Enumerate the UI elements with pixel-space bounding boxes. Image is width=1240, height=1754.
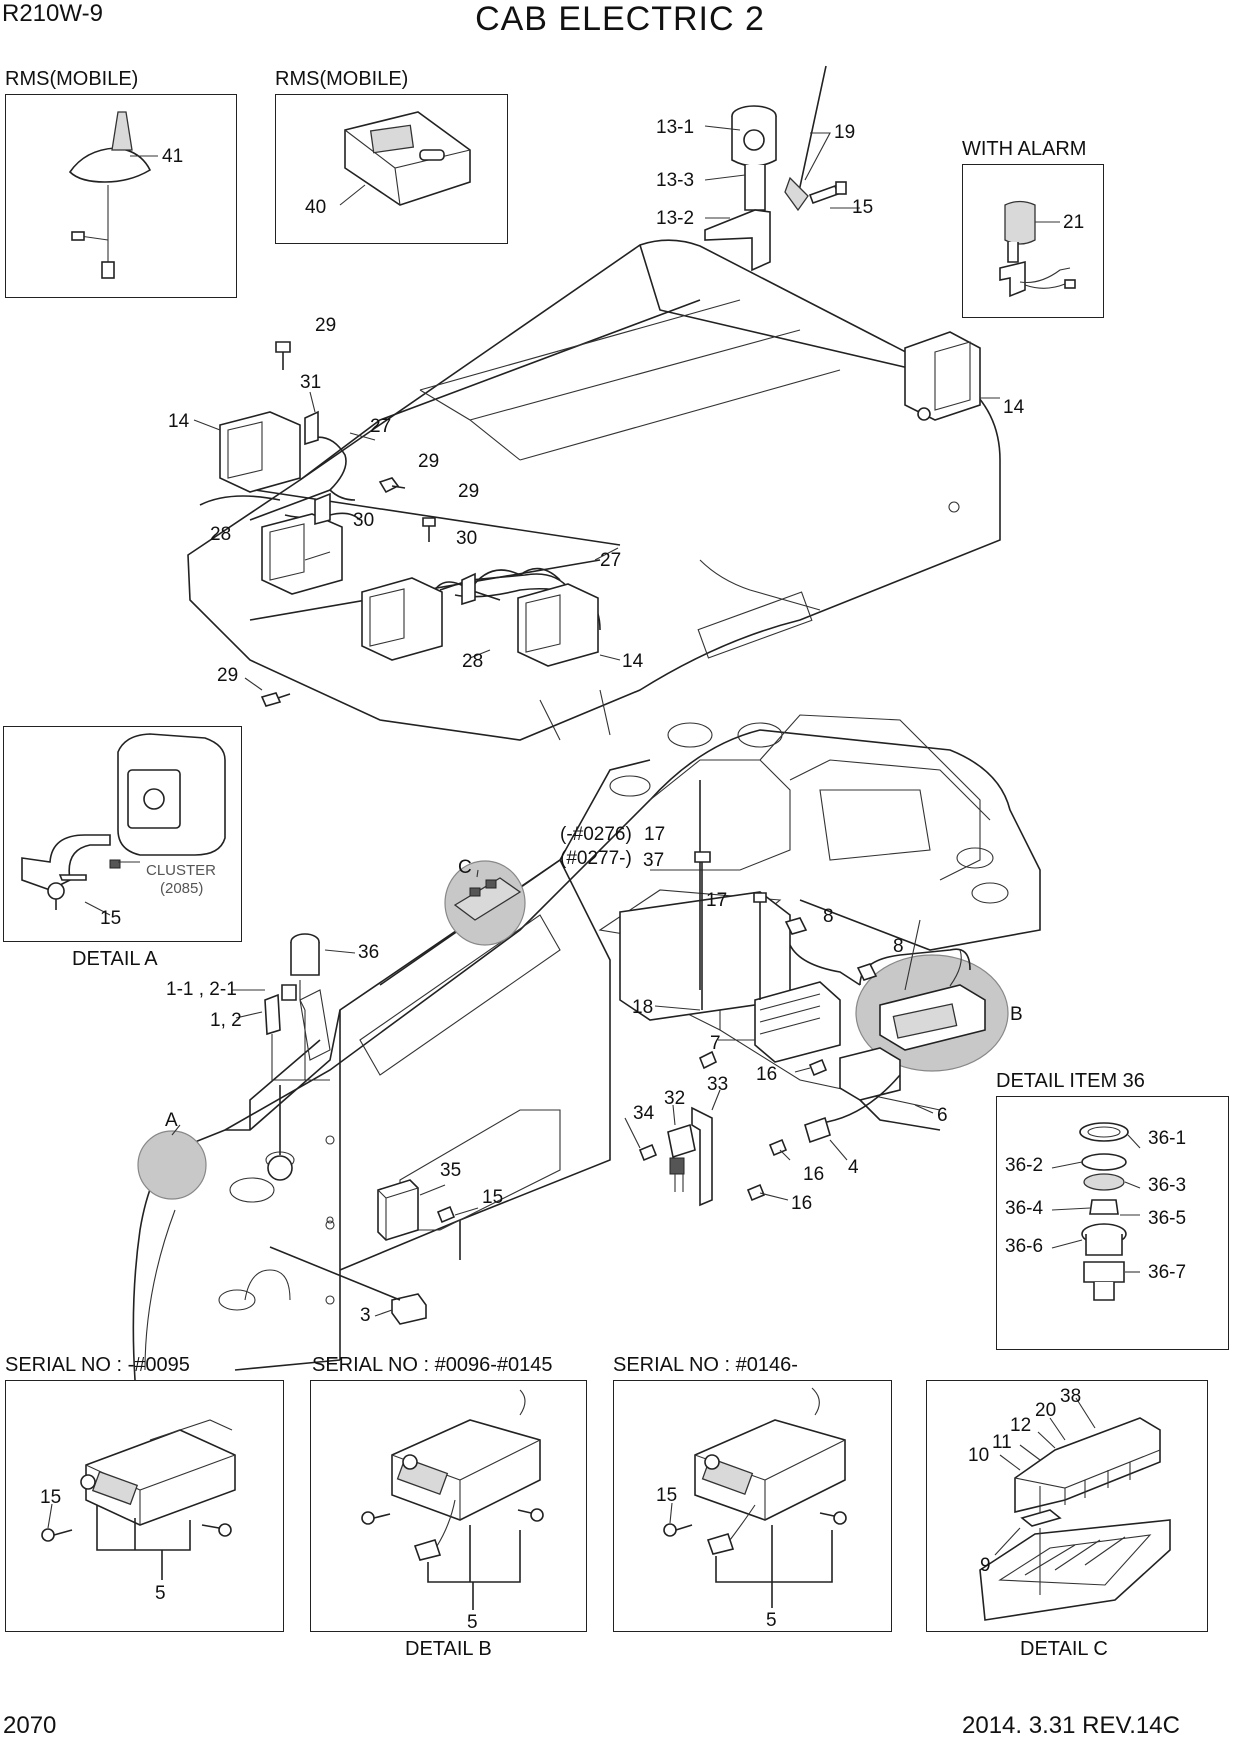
callout-15-serial1: 15 [40,1487,62,1508]
callout-15-top: 15 [852,197,874,218]
rms-module-caption: RMS(MOBILE) [275,68,409,90]
callout-36-3: 36-3 [1148,1175,1187,1196]
callout-16-c: 16 [791,1193,813,1214]
model-label: R210W-9 [2,0,103,27]
callout-10: 10 [968,1445,990,1466]
callout-13-2: 13-2 [656,208,695,229]
callout-17-a: 17 [644,824,666,845]
revision-date: 2014. 3.31 REV.14C [962,1712,1180,1739]
callout-31: 31 [300,372,322,393]
callout-21: 21 [1063,212,1085,233]
callout-18: 18 [632,997,654,1018]
callout-35: 35 [440,1160,462,1181]
serial1-caption: SERIAL NO : -#0095 [5,1354,190,1376]
callout-29-c: 29 [458,481,480,502]
callout-29-b: 29 [418,451,440,472]
callout-36-1: 36-1 [1148,1128,1187,1149]
callout-30-b: 30 [456,528,478,549]
callout-A: A [165,1110,178,1131]
switch-panel-drawing [979,1417,1171,1621]
callout-27-a: 27 [370,416,392,437]
callout-30-a: 30 [353,510,375,531]
cab-roof-drawing [187,239,1001,741]
detail-b-caption: DETAIL B [405,1638,492,1660]
callout-1-1-2-1: 1-1 , 2-1 [166,979,237,1000]
radio-unit-2 [361,1389,544,1610]
callout-15-lower: 15 [482,1187,504,1208]
detail-item36-drawing [1079,1122,1129,1301]
detail-a-drawing [21,733,226,910]
radio-unit-1 [41,1419,236,1580]
rms-antenna-caption: RMS(MOBILE) [5,68,139,90]
serial-range-a: (-#0276) [560,824,632,845]
callout-40: 40 [305,197,327,218]
callout-37: 37 [643,850,665,871]
callout-41: 41 [162,146,184,167]
callout-34: 34 [633,1103,655,1124]
callout-14-b: 14 [1003,397,1025,418]
rms-antenna-drawing [68,111,152,279]
callout-5-serial2: 5 [467,1612,478,1633]
callout-36: 36 [358,942,380,963]
callout-20: 20 [1035,1400,1057,1421]
leader-lines [47,125,1141,1556]
callout-8-b: 8 [893,936,904,957]
callout-4: 4 [848,1157,859,1178]
callout-5-serial3: 5 [766,1610,777,1631]
callout-28-b: 28 [462,651,484,672]
callout-6: 6 [937,1105,948,1126]
callout-14-c: 14 [622,651,644,672]
callout-9: 9 [980,1555,991,1576]
detail-c-caption: DETAIL C [1020,1638,1108,1660]
callout-36-7: 36-7 [1148,1262,1187,1283]
callout-15-detail-a: 15 [100,908,122,929]
cab-console-drawing [132,714,1041,1381]
callout-36-4: 36-4 [1005,1198,1044,1219]
callout-29-a: 29 [315,315,337,336]
radio-unit-3 [663,1387,847,1608]
callout-13-1: 13-1 [656,117,695,138]
callout-11: 11 [992,1432,1012,1453]
callout-B: B [1010,1004,1023,1025]
callout-36-2: 36-2 [1005,1155,1044,1176]
callout-C: C [458,857,472,878]
callout-32: 32 [664,1088,686,1109]
callout-36-5: 36-5 [1148,1208,1187,1229]
serial2-caption: SERIAL NO : #0096-#0145 [312,1354,553,1376]
serial-range-b: (#0277-) [560,848,632,869]
callout-7: 7 [710,1033,721,1054]
callout-1-2: 1, 2 [210,1010,242,1031]
page-number: 2070 [3,1712,57,1739]
callout-5-serial1: 5 [155,1583,166,1604]
callout-33: 33 [707,1074,729,1095]
cluster-label: CLUSTER [146,862,217,879]
alarm-caption: WITH ALARM [962,138,1087,160]
callout-13-3: 13-3 [656,170,695,191]
callout-19: 19 [834,122,856,143]
callout-38: 38 [1060,1386,1082,1407]
page-title: CAB ELECTRIC 2 [475,0,765,38]
callout-36-6: 36-6 [1005,1236,1044,1257]
callout-17-b: 17 [706,890,728,911]
callout-12: 12 [1010,1415,1032,1436]
callout-27-b: 27 [600,550,622,571]
beacon-drawing [704,65,847,272]
callout-8-a: 8 [823,906,834,927]
cluster-ref-label: (2085) [160,880,204,897]
callout-3: 3 [360,1305,371,1326]
rms-module-drawing [344,111,471,206]
serial3-caption: SERIAL NO : #0146- [613,1354,798,1376]
callout-15-serial3: 15 [656,1485,678,1506]
detail-item36-caption: DETAIL ITEM 36 [996,1070,1145,1092]
callout-16-a: 16 [756,1064,778,1085]
callout-16-b: 16 [803,1164,825,1185]
alarm-beacon-drawing [999,200,1076,298]
detail-a-caption: DETAIL A [72,948,158,970]
callout-29-d: 29 [217,665,239,686]
callout-14-a: 14 [168,411,190,432]
callout-28-a: 28 [210,524,232,545]
